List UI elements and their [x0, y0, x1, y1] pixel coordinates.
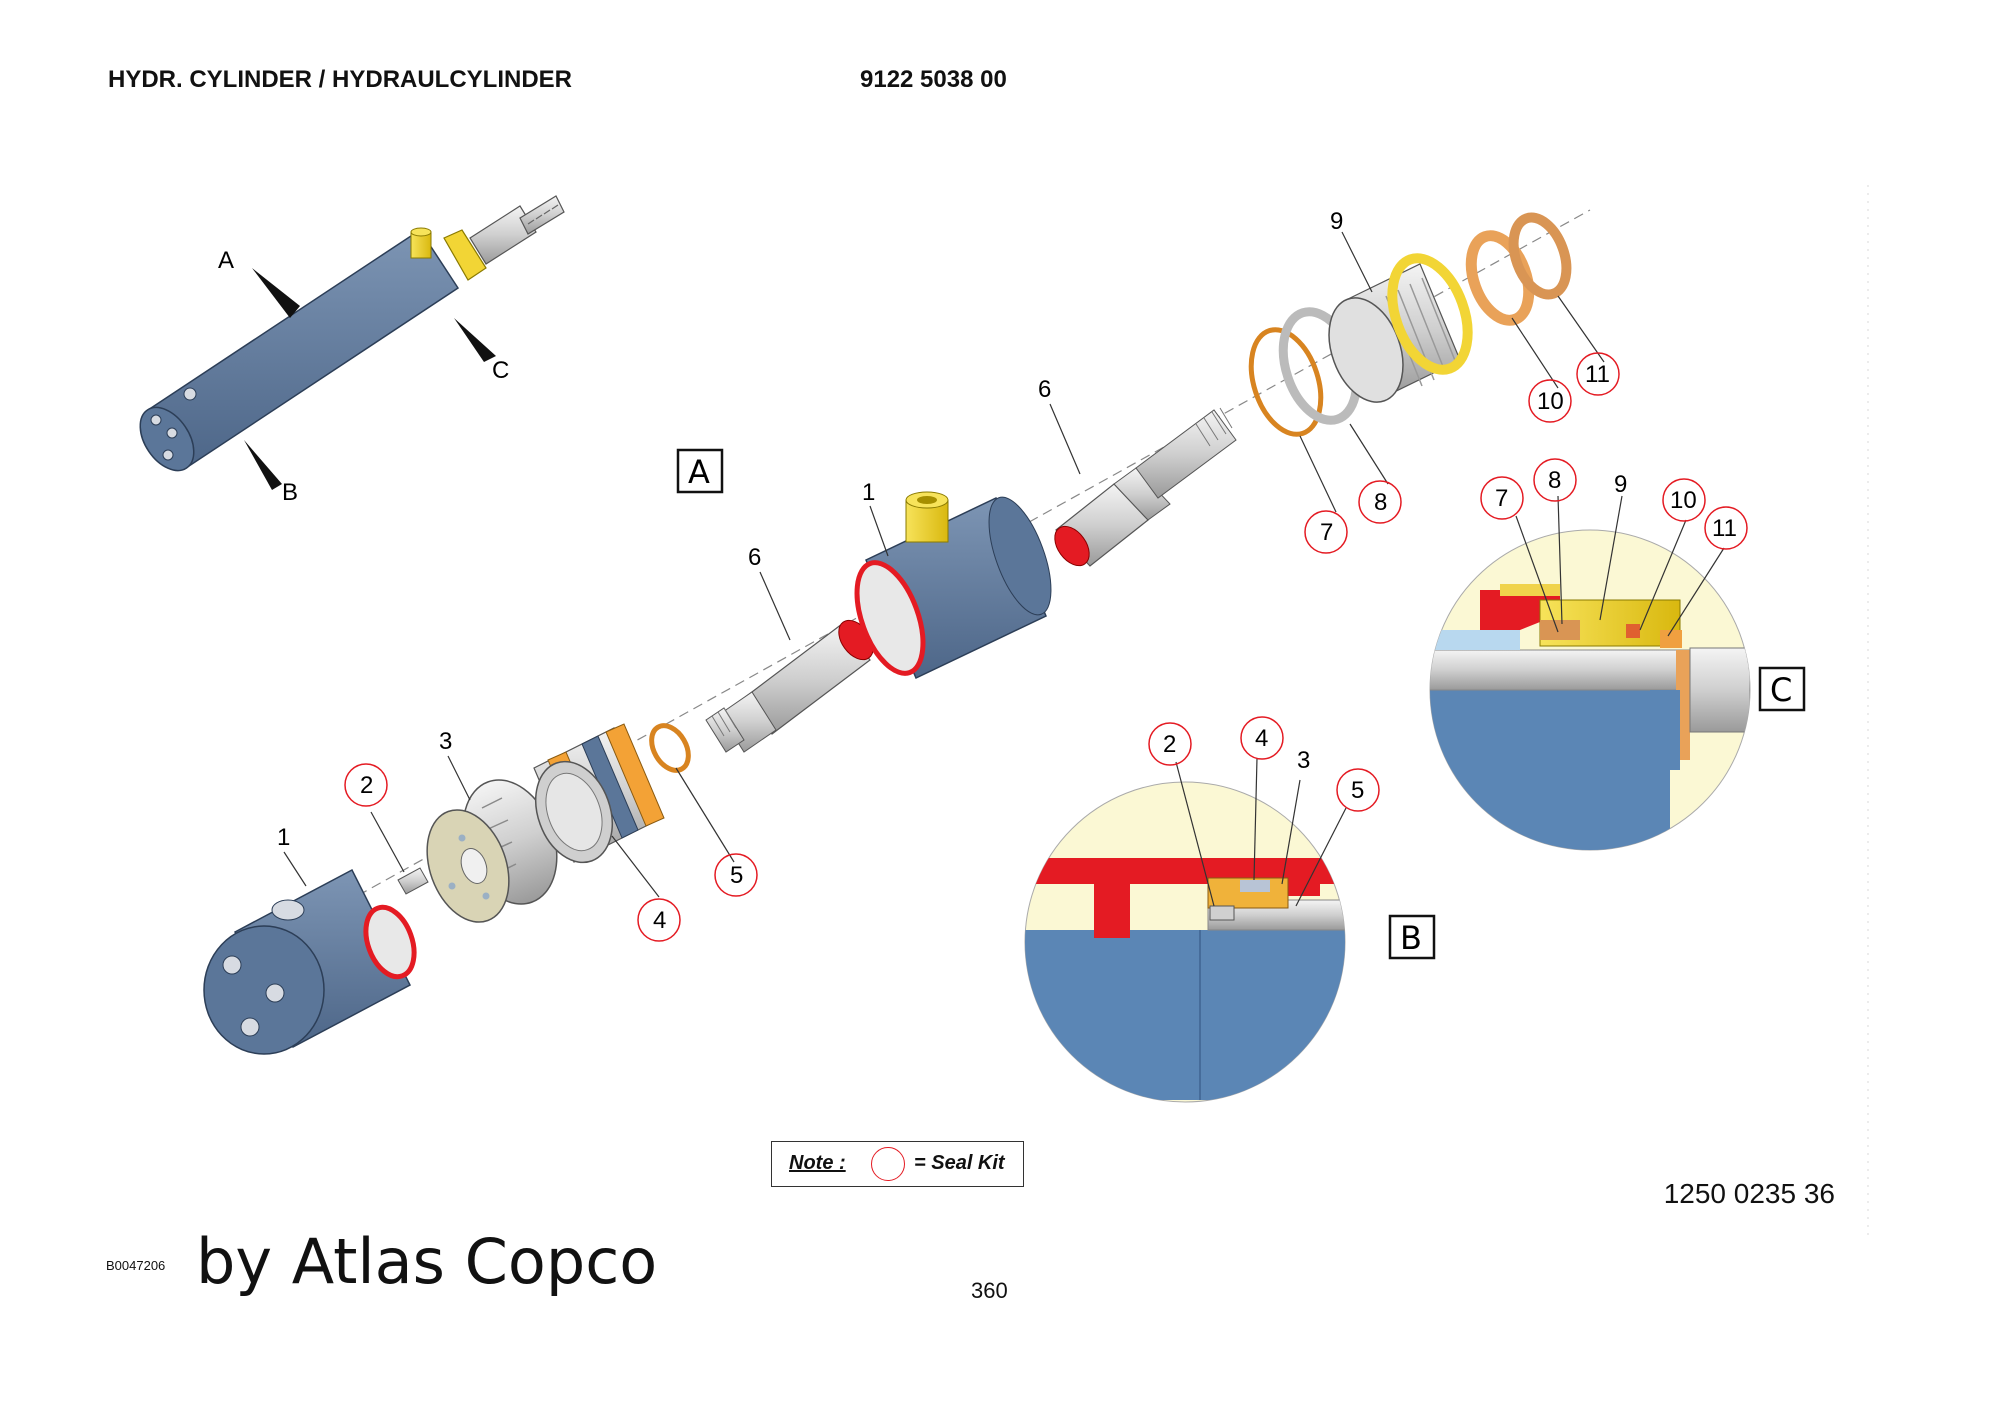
label-part-10: 10	[1537, 388, 1564, 415]
detail-c-label-10: 10	[1670, 487, 1697, 514]
detail-c-label-8: 8	[1548, 467, 1561, 494]
label-part-8: 8	[1374, 489, 1387, 516]
label-part-5: 5	[730, 862, 743, 889]
part-guide	[426, 779, 558, 923]
part-end-cap-lower	[203, 868, 417, 1055]
overview-marker-c: C	[492, 357, 509, 384]
view-a-label: A	[688, 453, 710, 491]
view-c-label: C	[1770, 671, 1792, 709]
detail-b-label-2: 2	[1163, 731, 1176, 758]
part-tube	[854, 491, 1052, 680]
part-guide-head	[1328, 253, 1473, 403]
part-oring-5	[649, 723, 691, 773]
label-part-9: 9	[1330, 208, 1343, 235]
leader-lines	[283, 231, 1605, 898]
part-plug	[397, 867, 429, 895]
view-b-label: B	[1400, 919, 1422, 957]
detail-c-label-7: 7	[1495, 485, 1508, 512]
drawing-number: 1250 0235 36	[1663, 1178, 1835, 1209]
label-part-7: 7	[1320, 519, 1333, 546]
detail-b-label-5: 5	[1351, 777, 1364, 804]
note-label: Note :	[789, 1152, 846, 1174]
seal-kit-symbol-icon	[871, 1147, 905, 1181]
part-rod-lower	[705, 619, 874, 753]
overview-marker-a: A	[218, 247, 234, 274]
part-seal-7	[1248, 327, 1324, 437]
detail-b-label-4: 4	[1255, 725, 1268, 752]
overview-marker-b: B	[282, 479, 298, 506]
marker-c-wedge	[454, 318, 496, 362]
seal-kit-circles	[344, 352, 1620, 942]
view-b-box	[1388, 914, 1436, 960]
detail-c	[1429, 458, 1751, 851]
part-number: 9122 5038 00	[860, 66, 1007, 93]
detail-c-label-11: 11	[1712, 515, 1737, 542]
label-part-1-upper: 1	[862, 479, 875, 506]
note-text: = Seal Kit	[914, 1152, 1005, 1174]
marker-a-wedge	[252, 268, 300, 318]
view-a-box	[676, 448, 724, 494]
marker-b-wedge	[244, 440, 282, 490]
part-piston	[533, 723, 665, 864]
part-rod-upper	[1054, 407, 1237, 567]
page-number: 360	[971, 1278, 1008, 1303]
label-part-1-lower: 1	[277, 824, 290, 851]
byline: by Atlas Copco	[196, 1225, 658, 1298]
label-part-3: 3	[439, 728, 452, 755]
label-part-6-upper: 6	[1038, 376, 1051, 403]
label-part-11: 11	[1585, 361, 1610, 388]
detail-c-label-9: 9	[1614, 471, 1627, 498]
overview-cylinder	[139, 195, 565, 472]
detail-b-label-3: 3	[1297, 747, 1310, 774]
detail-b	[1024, 716, 1380, 1103]
label-part-6-lower: 6	[748, 544, 761, 571]
label-part-2: 2	[360, 772, 373, 799]
reference-code: B0047206	[106, 1258, 166, 1273]
view-c-box	[1758, 666, 1806, 712]
document-title: HYDR. CYLINDER / HYDRAULCYLINDER	[108, 66, 573, 93]
label-part-4: 4	[653, 907, 666, 934]
part-wiper-11	[1508, 212, 1572, 300]
seal-kit-note: Note : = Seal Kit	[771, 1141, 1024, 1187]
